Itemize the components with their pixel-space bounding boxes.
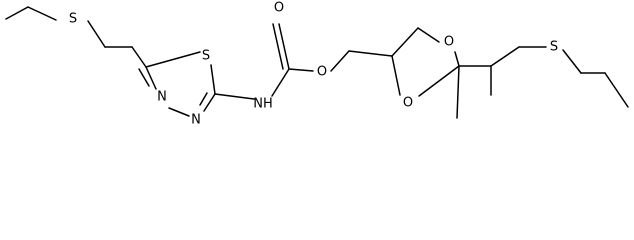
bond-line bbox=[168, 107, 190, 117]
atom-label-o-dioxolane-lower: O bbox=[403, 96, 413, 111]
atom-label-o-dioxolane-upper: O bbox=[444, 35, 454, 50]
bond-line bbox=[214, 93, 255, 100]
bond-line bbox=[391, 27, 419, 57]
bond-line bbox=[210, 64, 216, 95]
bond-line bbox=[131, 46, 147, 68]
atom-label-o-ester: O bbox=[317, 65, 327, 80]
bond-line bbox=[417, 27, 440, 43]
atom-label-s-propylthio: S bbox=[550, 40, 558, 55]
bond-line bbox=[456, 65, 460, 119]
atom-label-s-ring: S bbox=[202, 49, 210, 64]
bond-line bbox=[330, 50, 350, 72]
bond-line bbox=[203, 93, 216, 112]
atom-label-o-carbonyl: O bbox=[274, 1, 284, 16]
atom-label-n-ring-lower: N bbox=[191, 113, 201, 128]
bond-line bbox=[604, 72, 629, 108]
atom-labels: S S N N O NH O O O S bbox=[69, 1, 558, 128]
bond-line bbox=[288, 68, 314, 72]
bond-line bbox=[145, 51, 201, 68]
bond-line bbox=[5, 6, 29, 20]
bond-line bbox=[27, 6, 57, 21]
bond-line bbox=[87, 20, 106, 48]
bond-line bbox=[418, 65, 460, 97]
bond-line bbox=[145, 66, 157, 90]
bond-line bbox=[562, 49, 582, 74]
bond-line bbox=[199, 92, 208, 106]
bond-line bbox=[348, 50, 393, 57]
atom-label-nh-carbamate: NH bbox=[253, 97, 273, 112]
bond-line bbox=[391, 55, 401, 96]
bond-line bbox=[454, 51, 460, 67]
bond-line bbox=[278, 23, 290, 70]
atom-label-n-ring-upper: N bbox=[157, 90, 167, 105]
atom-label-s-ethylthio: S bbox=[69, 12, 77, 27]
chemical-structure-diagram: S S N N O NH O O O S bbox=[5, 1, 629, 128]
bond-line bbox=[272, 23, 284, 70]
bond-line bbox=[490, 46, 520, 67]
bond-lines bbox=[5, 6, 629, 119]
bond-line bbox=[138, 68, 150, 87]
bond-line bbox=[271, 68, 290, 97]
